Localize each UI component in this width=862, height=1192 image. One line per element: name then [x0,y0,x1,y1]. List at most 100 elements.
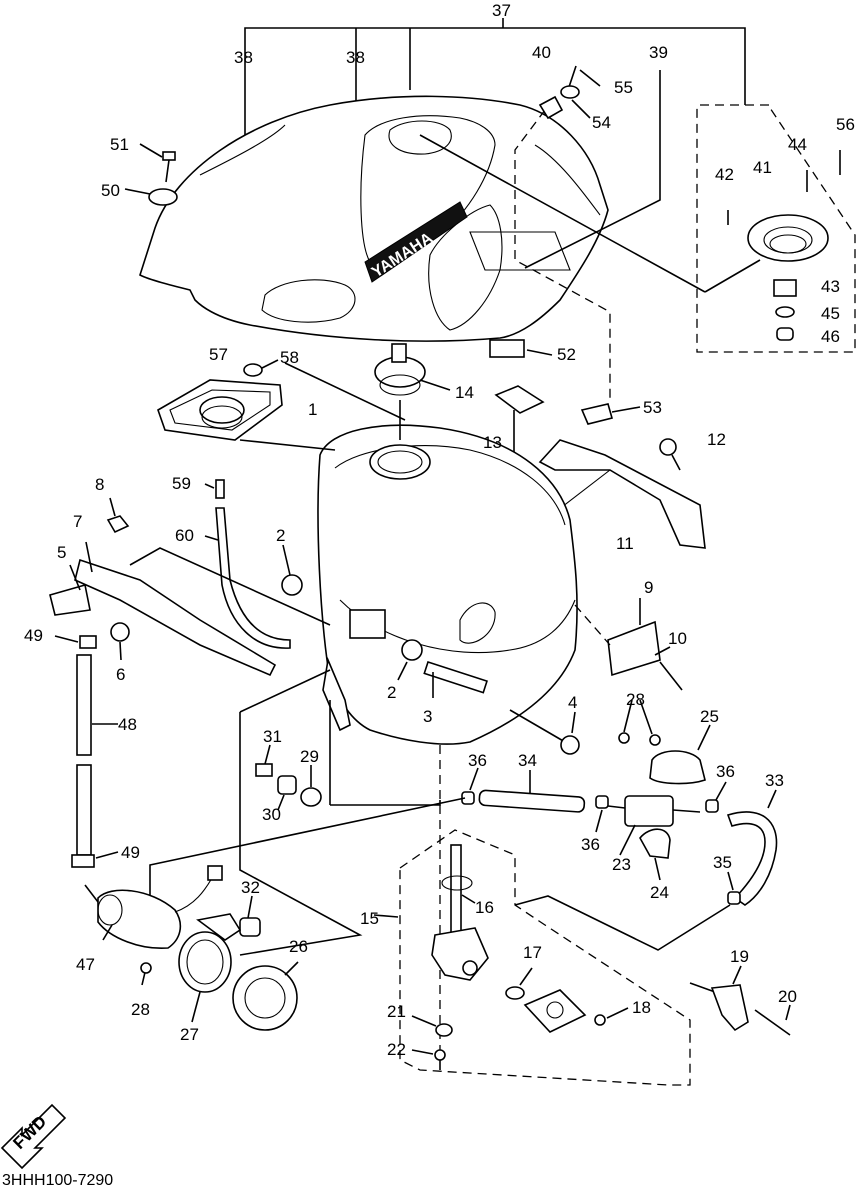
leader-5 [69,564,81,591]
nut-43 [773,279,797,297]
callout-49-bottom: 49 [121,843,140,862]
callout-59: 59 [172,474,191,493]
leader-35 [727,871,734,891]
callout-12: 12 [707,430,726,449]
callout-58: 58 [280,348,299,367]
callout-36-b: 36 [581,835,600,854]
callout-23: 23 [612,855,631,874]
leader-53 [611,406,641,413]
callout-3: 3 [423,707,432,726]
washer-45 [775,306,795,318]
leader-58 [261,359,279,369]
leader-33 [767,789,777,809]
pump-bracket-27 [178,913,242,993]
leader-59 [204,483,215,489]
callout-11: 11 [616,534,634,553]
callout-51: 51 [110,135,129,154]
breather-hose-60 [215,507,291,649]
fitting-59 [215,479,225,499]
leader-60 [204,535,219,541]
leader-36-a [469,767,479,791]
leader-54 [571,99,591,119]
leader-25 [697,724,711,751]
pad-13 [494,385,545,414]
leader-51 [139,143,163,158]
callout-6: 6 [116,665,125,684]
screw-28-top-b [649,734,661,746]
callout-28-bottom: 28 [131,1000,150,1019]
callout-7: 7 [73,512,82,531]
screw-20 [754,1009,791,1036]
leader-2-bottom [397,661,408,681]
fwd-arrow-icon: FWD [0,1103,67,1170]
collar-46 [776,327,794,341]
leader-19 [732,965,742,985]
collar-30 [277,775,297,795]
heat-shield-9 [607,620,661,677]
callout-20: 20 [778,987,797,1006]
outline-29-link [330,800,441,806]
callout-42: 42 [715,165,734,184]
leader-47 [102,924,113,941]
callout-32: 32 [241,878,260,897]
callout-39: 39 [649,43,668,62]
callout-22: 22 [387,1040,406,1059]
leader-31 [264,744,271,765]
callout-38-left: 38 [234,48,253,67]
clip-58 [243,363,263,377]
screw-18 [594,1014,606,1026]
callout-45: 45 [821,304,840,323]
leader-36-c [715,781,727,801]
tank-cover-shell: YAMAHA [139,95,609,342]
callout-52: 52 [557,345,576,364]
leader-41 [704,259,761,293]
leader-14 [419,379,451,391]
callout-35: 35 [713,853,732,872]
link-stay-tank [129,547,331,626]
callout-33: 33 [765,771,784,790]
bolt-31 [255,763,273,777]
pipe-3 [423,660,488,694]
leader-10 [654,646,671,656]
dashed-box-cap-assy [696,104,856,353]
washer-54 [560,85,580,99]
callout-5: 5 [57,543,66,562]
callout-31: 31 [263,727,282,746]
callout-28-top: 28 [626,690,645,709]
link-cock-35 [514,895,731,951]
leader-15 [373,914,399,918]
callout-38-center: 38 [346,48,365,67]
callout-55: 55 [614,78,633,97]
callout-60: 60 [175,526,194,545]
callout-25: 25 [700,707,719,726]
callout-15: 15 [360,909,379,928]
leader-36-b [595,809,603,833]
fuel-hose-48-upper [76,654,92,756]
outline-pump-link [149,797,466,900]
callout-36-a: 36 [468,751,487,770]
gasket-plate [523,989,587,1033]
screw-51 [162,151,176,183]
callout-8: 8 [95,475,104,494]
callout-40: 40 [532,43,551,62]
fuel-hose-33 [726,811,778,906]
callout-56: 56 [836,115,855,134]
callout-54: 54 [592,113,611,132]
bolt-12 [659,438,681,471]
fuel-cock-lever-19 [689,982,749,1032]
callout-43: 43 [821,277,840,296]
callout-2-bottom: 2 [387,683,396,702]
grommet-50 [148,188,178,206]
callout-53: 53 [643,398,662,417]
callout-4: 4 [568,693,577,712]
bolt-6 [110,622,130,642]
link-tank-9 [574,604,611,646]
leader-7 [85,541,93,573]
fuel-filter-23 [607,795,701,827]
leader-23 [619,824,636,856]
leader-17 [519,967,533,986]
leader-27 [191,991,201,1023]
pad-52 [489,339,525,358]
fuel-tank-1 [281,424,578,745]
